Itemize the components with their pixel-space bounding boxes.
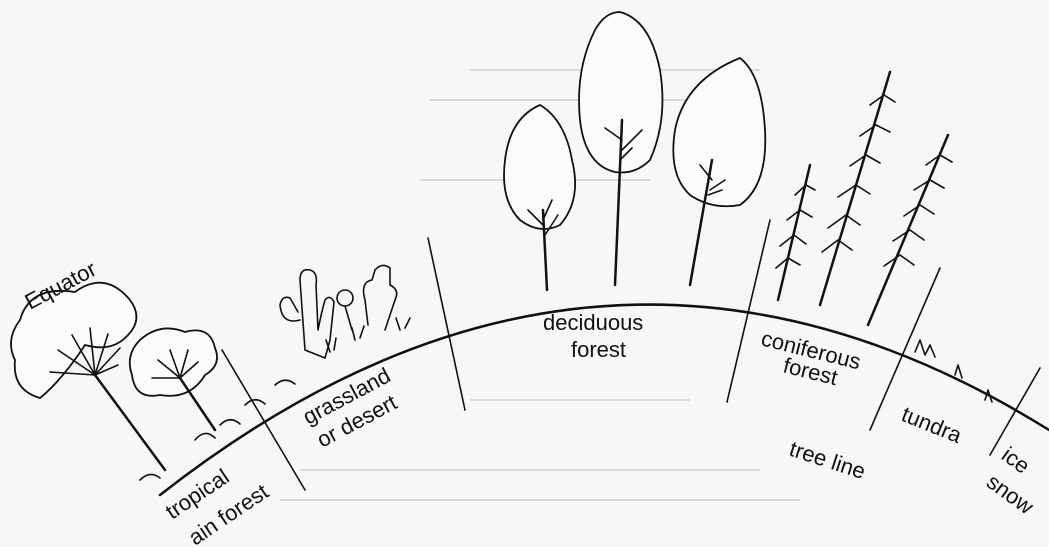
zone-boundaries bbox=[222, 220, 1040, 490]
label-deciduous-line1: deciduous bbox=[543, 310, 643, 335]
boundary-tundra-ice bbox=[990, 368, 1040, 455]
broadleaf-tree-icon bbox=[130, 328, 217, 430]
cactus-icon bbox=[337, 265, 397, 330]
boundary-grassland-deciduous bbox=[428, 238, 465, 410]
conifer-tree-icon bbox=[776, 165, 815, 300]
conifer-tree-icon bbox=[820, 72, 895, 305]
deciduous-tree-icon bbox=[504, 105, 575, 290]
label-tundra: tundra bbox=[898, 401, 966, 448]
label-tree-line: tree line bbox=[786, 436, 868, 484]
deciduous-tree-icon bbox=[673, 58, 765, 285]
label-ice-line2: snow bbox=[982, 469, 1038, 519]
label-deciduous-line2: forest bbox=[571, 337, 626, 362]
grass-tuft-icon bbox=[915, 340, 992, 402]
deciduous-tree-icon bbox=[579, 12, 662, 285]
cactus-icon bbox=[280, 270, 334, 358]
